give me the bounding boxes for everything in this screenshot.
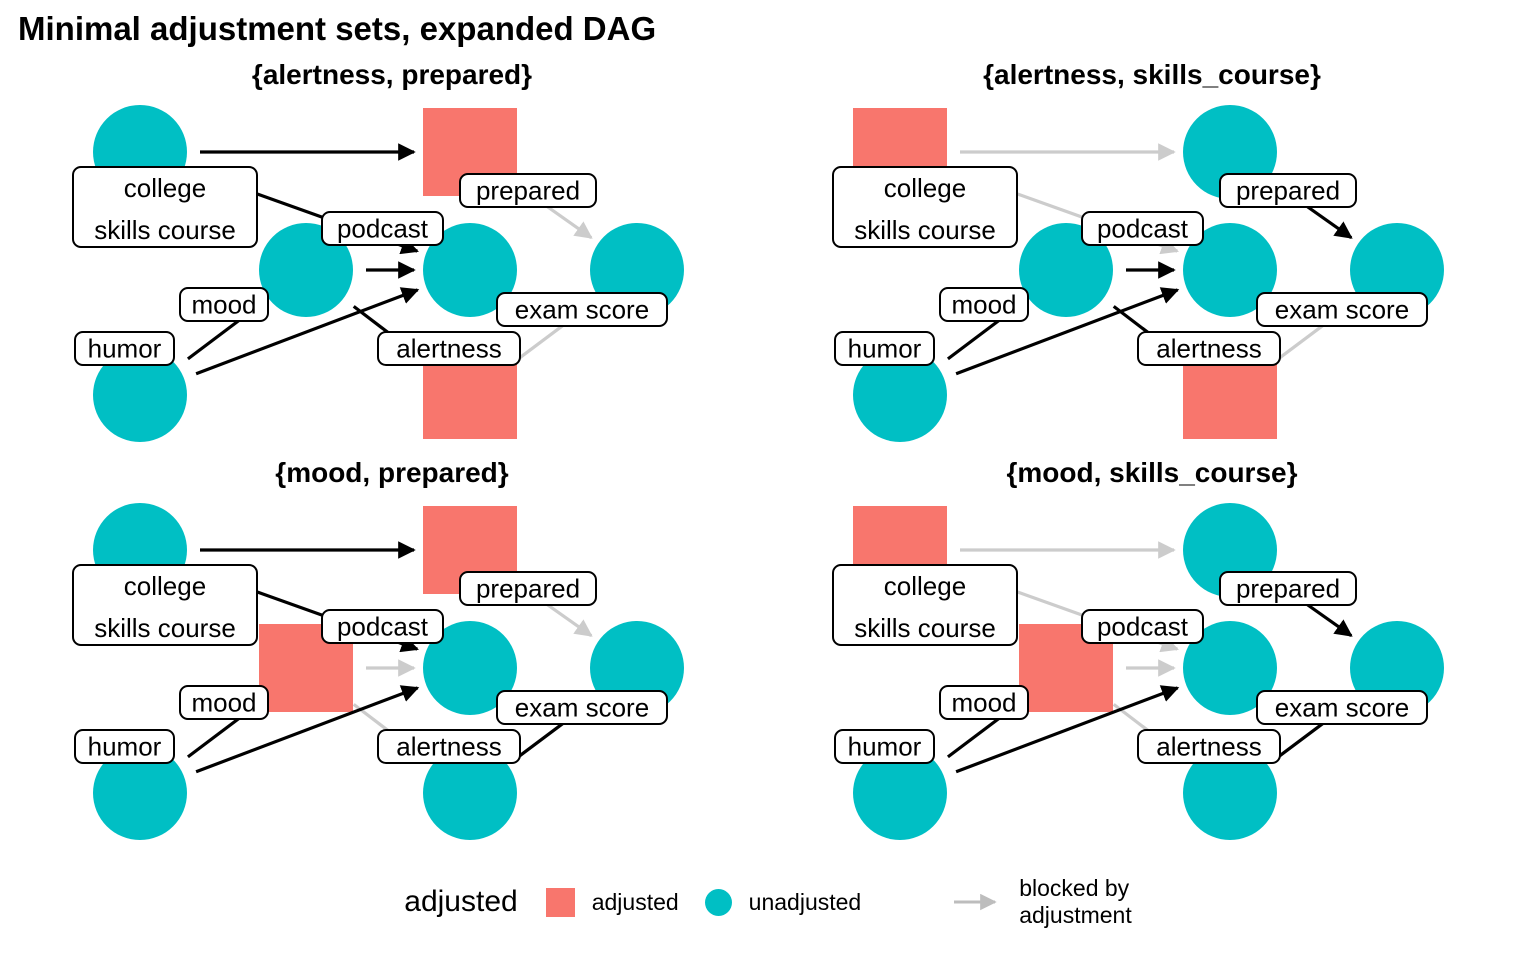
svg-text:prepared: prepared	[476, 574, 580, 604]
svg-text:prepared: prepared	[476, 176, 580, 206]
edge-humor-to-podcast	[195, 287, 420, 376]
svg-text:podcast: podcast	[1097, 214, 1189, 244]
node-label-mood: mood	[939, 685, 1029, 720]
svg-text:exam score: exam score	[515, 295, 649, 325]
svg-text:prepared: prepared	[1236, 574, 1340, 604]
legend-item-blocked: blocked by adjustment	[951, 875, 1132, 929]
node-label-podcast: podcast	[321, 609, 444, 644]
legend-item-label: adjusted	[591, 888, 679, 915]
node-mood-unadjusted	[259, 223, 353, 317]
svg-text:mood: mood	[951, 688, 1016, 718]
node-label-exam: exam score	[1256, 690, 1428, 725]
svg-text:exam score: exam score	[1275, 295, 1409, 325]
svg-text:exam score: exam score	[515, 693, 649, 723]
legend-item-label: blocked by adjustment	[1019, 875, 1132, 928]
node-label-prepared: prepared	[1219, 173, 1357, 208]
node-label-exam: exam score	[496, 690, 668, 725]
svg-text:podcast: podcast	[337, 612, 429, 642]
node-alertness-unadjusted	[1183, 746, 1277, 840]
node-label-alertness: alertness	[1137, 729, 1281, 764]
node-label-podcast: podcast	[1081, 211, 1204, 246]
node-humor-unadjusted	[853, 746, 947, 840]
svg-text:mood: mood	[191, 290, 256, 320]
svg-text:mood: mood	[191, 688, 256, 718]
panel-title: {alertness, skills_course}	[983, 59, 1321, 90]
edge-humor-to-podcast	[195, 685, 420, 774]
svg-text:podcast: podcast	[337, 214, 429, 244]
node-label-humor: humor	[834, 729, 935, 764]
node-humor-unadjusted	[93, 746, 187, 840]
node-label-podcast: podcast	[321, 211, 444, 246]
node-label-podcast: podcast	[1081, 609, 1204, 644]
svg-text:alertness: alertness	[396, 334, 502, 364]
node-label-mood: mood	[939, 287, 1029, 322]
node-label-prepared: prepared	[459, 571, 597, 606]
svg-text:alertness: alertness	[1156, 334, 1262, 364]
legend-item-adjusted: adjusted	[545, 887, 679, 917]
svg-text:mood: mood	[951, 290, 1016, 320]
node-label-mood: mood	[179, 287, 269, 322]
node-label-humor: humor	[74, 729, 175, 764]
svg-text:humor: humor	[88, 334, 162, 364]
node-mood-unadjusted	[1019, 223, 1113, 317]
node-podcast-unadjusted	[423, 223, 517, 317]
node-label-prepared: prepared	[1219, 571, 1357, 606]
legend-title: adjusted	[404, 885, 518, 918]
node-label-exam: exam score	[496, 292, 668, 327]
adjusted-square-icon	[545, 887, 575, 917]
edge-humor-to-podcast	[955, 287, 1180, 376]
blocked-arrow-icon	[954, 893, 997, 911]
node-humor-unadjusted	[93, 348, 187, 442]
svg-text:humor: humor	[88, 732, 162, 762]
legend: adjusted adjusted unadjusted blocked by …	[0, 860, 1536, 944]
node-alertness-unadjusted	[423, 746, 517, 840]
node-label-mood: mood	[179, 685, 269, 720]
unadjusted-circle-icon	[704, 888, 732, 916]
node-label-humor: humor	[834, 331, 935, 366]
figure-title: Minimal adjustment sets, expanded DAG	[18, 10, 657, 47]
panel-title: {mood, skills_course}	[1006, 457, 1297, 488]
node-label-exam: exam score	[1256, 292, 1428, 327]
node-podcast-unadjusted	[1183, 621, 1277, 715]
svg-text:exam score: exam score	[1275, 693, 1409, 723]
node-label-humor: humor	[74, 331, 175, 366]
node-label-prepared: prepared	[459, 173, 597, 208]
svg-text:alertness: alertness	[396, 732, 502, 762]
legend-item-label: unadjusted	[748, 888, 862, 915]
svg-text:humor: humor	[848, 334, 922, 364]
edge-humor-to-podcast	[955, 685, 1180, 774]
node-label-alertness: alertness	[1137, 331, 1281, 366]
svg-text:humor: humor	[848, 732, 922, 762]
panel-title: {mood, prepared}	[275, 457, 508, 488]
node-label-alertness: alertness	[377, 729, 521, 764]
legend-item-unadjusted: unadjusted	[704, 888, 862, 916]
node-label-alertness: alertness	[377, 331, 521, 366]
svg-text:alertness: alertness	[1156, 732, 1262, 762]
node-podcast-unadjusted	[423, 621, 517, 715]
svg-text:podcast: podcast	[1097, 612, 1189, 642]
svg-text:prepared: prepared	[1236, 176, 1340, 206]
node-humor-unadjusted	[853, 348, 947, 442]
node-podcast-unadjusted	[1183, 223, 1277, 317]
panel-title: {alertness, prepared}	[252, 59, 532, 90]
